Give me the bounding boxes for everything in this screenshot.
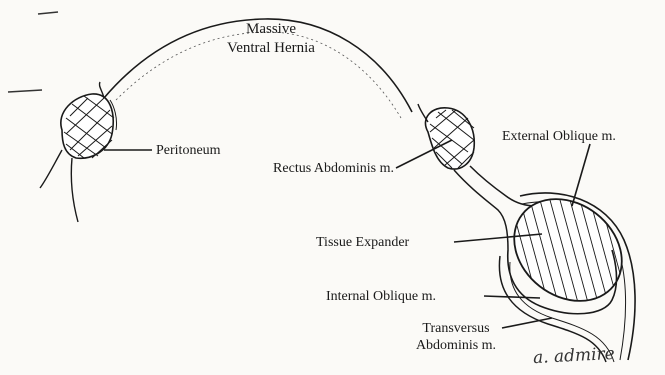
left-rectus-abdominis [40,82,117,222]
fascia-layer-upper [470,166,536,206]
diagram-title: Massive Ventral Hernia [206,20,336,58]
leader-internal-oblique [484,296,540,298]
label-peritoneum: Peritoneum [156,142,221,159]
right-rectus-abdominis [418,104,474,169]
label-rectus-abdominis: Rectus Abdominis m. [220,160,394,177]
label-external-oblique: External Oblique m. [502,128,616,145]
label-transversus-abdominis: Transversus Abdominis m. [396,320,516,354]
scan-mark-top [38,12,58,14]
artist-signature: a. admire [533,344,616,368]
title-line-2: Ventral Hernia [206,39,336,58]
scan-mark-left [8,90,42,92]
label-internal-oblique: Internal Oblique m. [326,288,436,305]
transversus-line-1: Transversus [396,320,516,337]
label-tissue-expander: Tissue Expander [316,234,409,251]
title-line-1: Massive [206,20,336,39]
leader-external-oblique [572,144,590,206]
transversus-line-2: Abdominis m. [396,337,516,354]
